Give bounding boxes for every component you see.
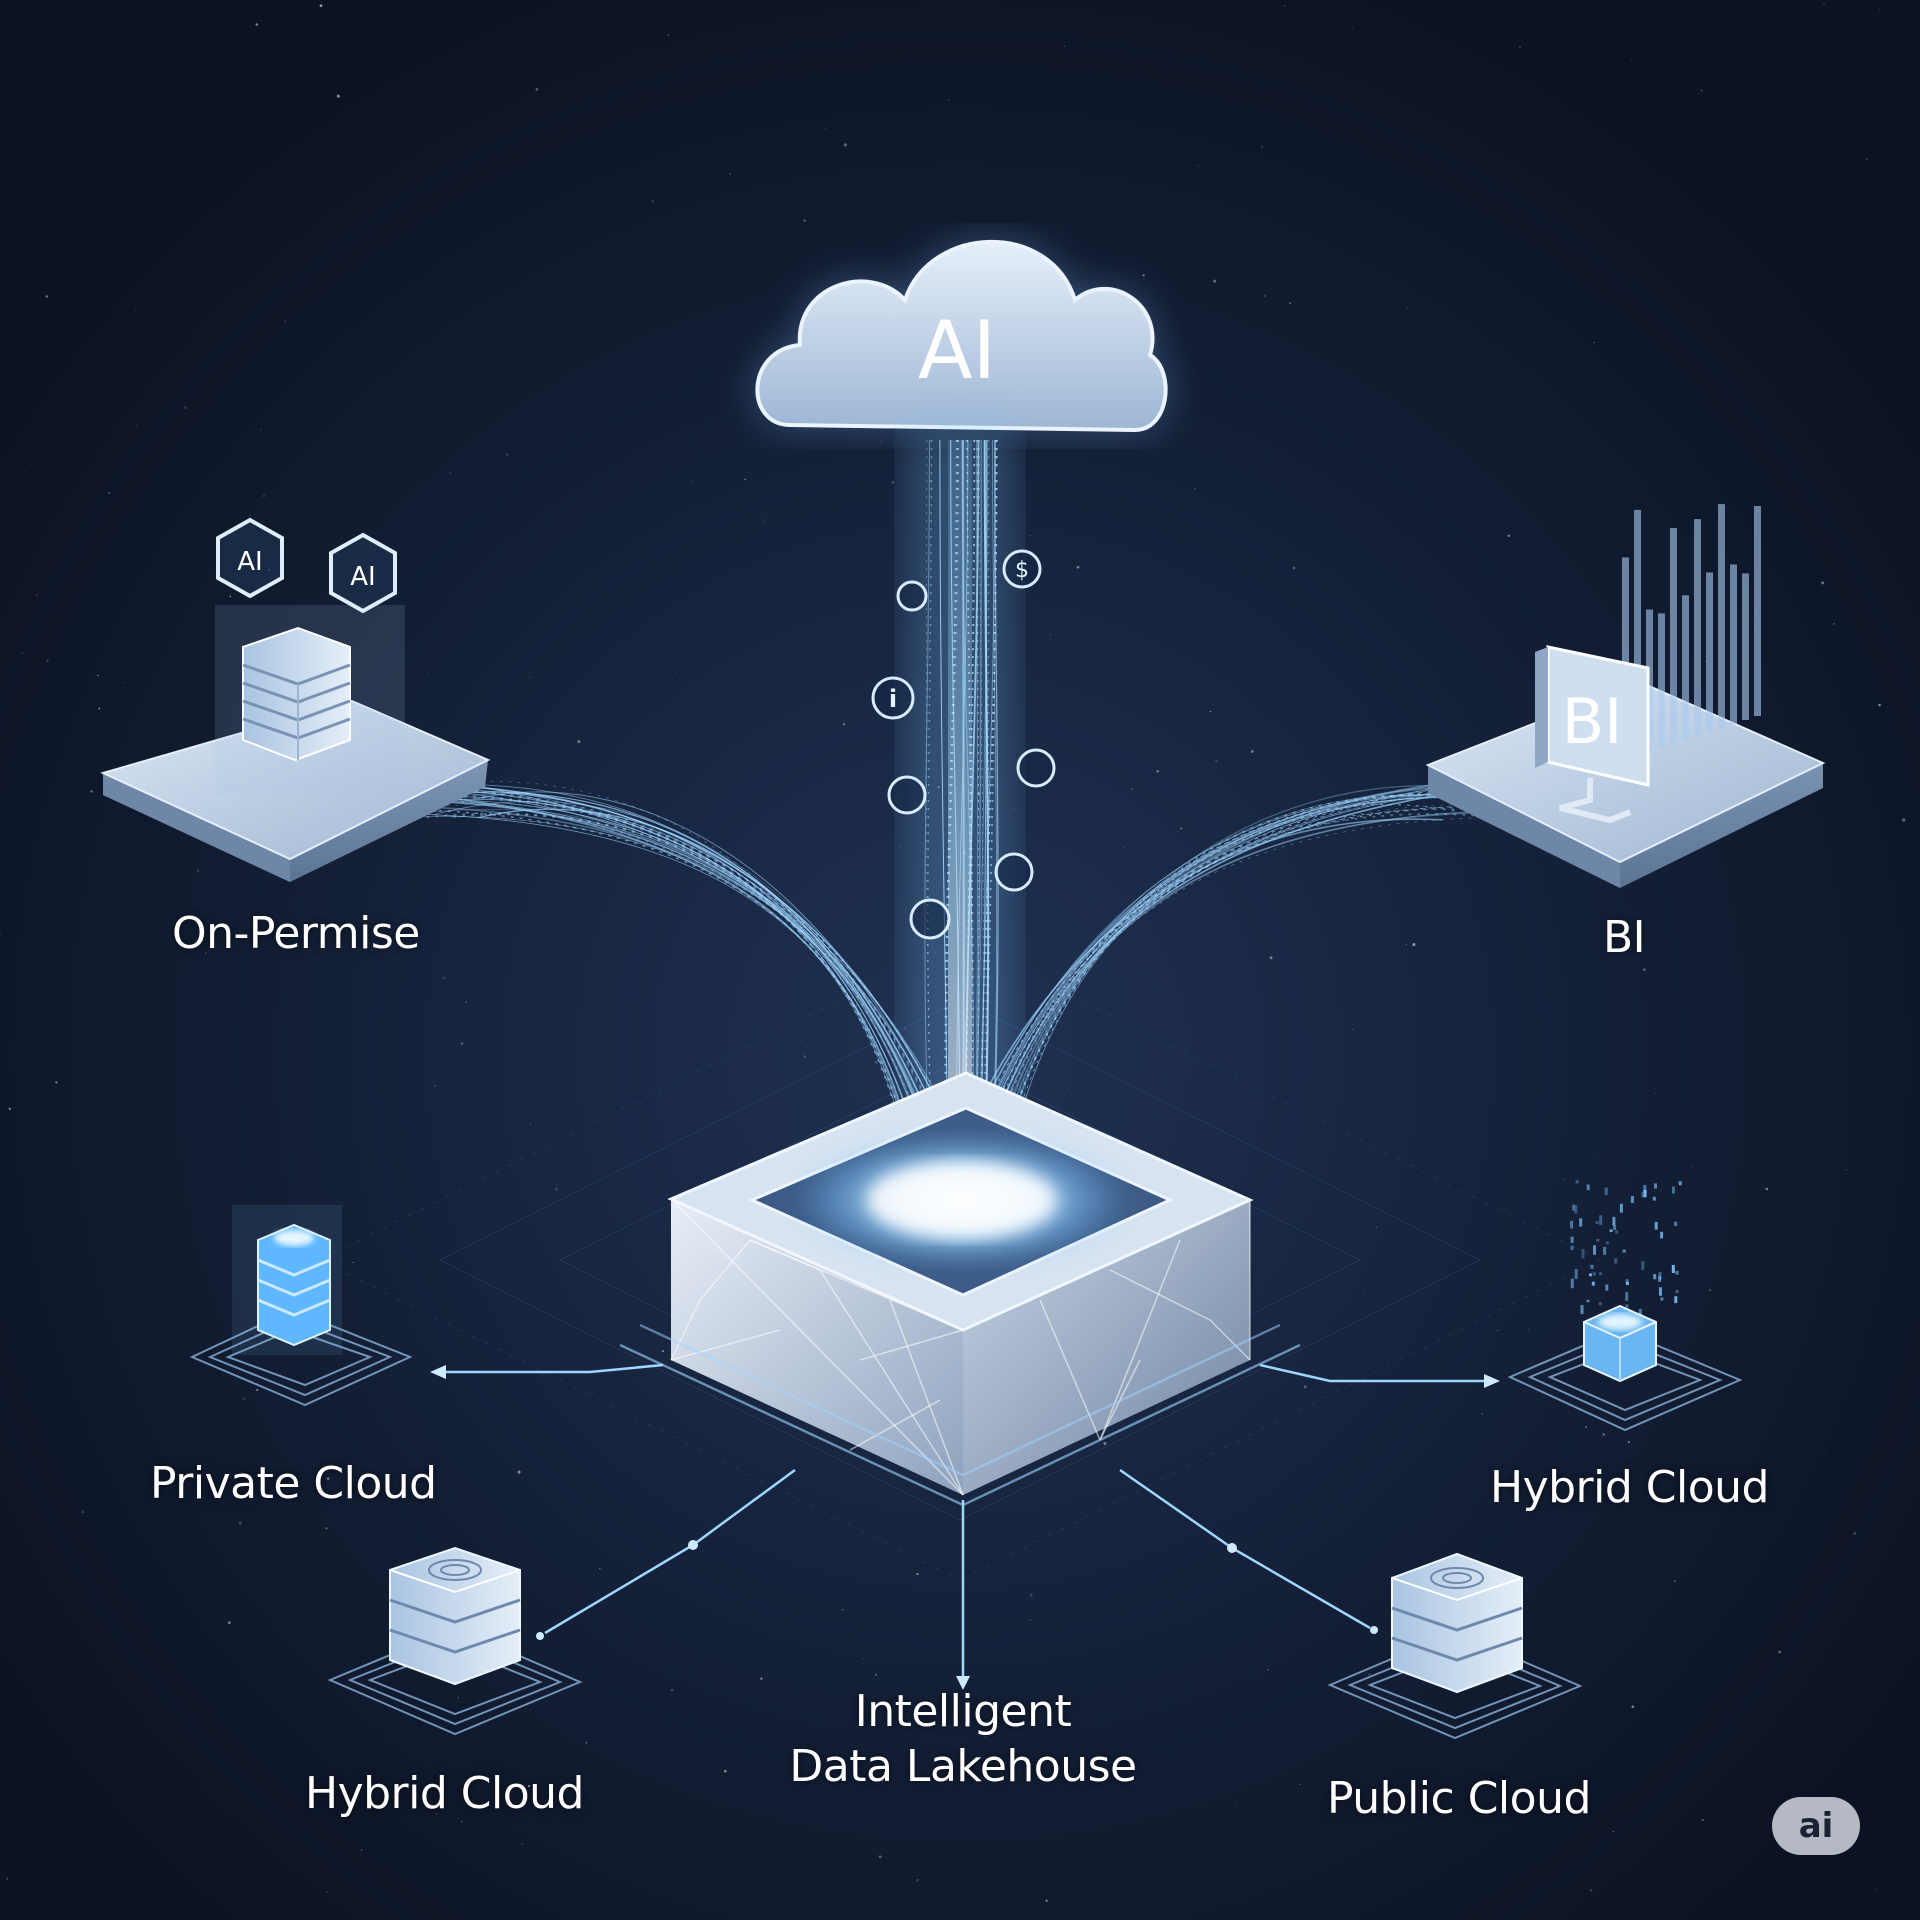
hybrid-cloud-left-label: Hybrid Cloud	[305, 1768, 584, 1819]
data-beam	[905, 430, 1015, 1131]
info-circle-icon	[994, 852, 1034, 892]
lakehouse-label-line2: Data Lakehouse	[789, 1741, 1137, 1792]
svg-text:i: i	[889, 685, 897, 713]
bi-label: BI	[1603, 912, 1646, 963]
watermark-badge: ai	[1772, 1797, 1860, 1855]
info-circle-icon	[896, 580, 928, 612]
server-stack-icon	[1391, 1552, 1523, 1694]
private-cloud-node	[189, 1205, 413, 1407]
lakehouse-label: Intelligent Data Lakehouse	[760, 1684, 1166, 1794]
server-stack-icon	[257, 1223, 331, 1347]
hex-badge-label: AI	[350, 562, 375, 592]
monitor-screen-text: BI	[1562, 685, 1623, 758]
data-flow-streams	[360, 779, 1556, 1141]
on-premise-node: AI AI	[100, 517, 491, 882]
hexagon-icon: AI	[329, 532, 397, 614]
hybrid-cloud-right-node	[1507, 1180, 1743, 1432]
connector-lines	[440, 1323, 1490, 1680]
hexagon-icon: AI	[216, 517, 284, 599]
public-cloud-node	[1327, 1552, 1583, 1740]
svg-text:$: $	[1015, 558, 1029, 583]
hybrid-cloud-left-node	[327, 1546, 583, 1736]
info-circle-icon	[1016, 748, 1056, 788]
info-circle-icon: i	[871, 676, 915, 720]
ai-cloud: AI	[755, 239, 1168, 433]
hybrid-cloud-right-label: Hybrid Cloud	[1490, 1462, 1769, 1513]
beam-icons: $ i	[871, 549, 1056, 940]
server-stack-icon	[242, 626, 351, 762]
polyhedron-cube-icon	[667, 1071, 1254, 1496]
info-circle-icon	[909, 898, 951, 940]
lakehouse-label-line1: Intelligent	[854, 1686, 1072, 1737]
on-premise-label: On-Permise	[172, 908, 420, 959]
particle-cloud	[1570, 1180, 1682, 1318]
private-cloud-label: Private Cloud	[150, 1458, 437, 1509]
monitor-icon: BI	[1535, 645, 1650, 824]
server-stack-icon	[389, 1546, 521, 1686]
server-stack-icon	[1583, 1304, 1657, 1383]
connector-endpoints	[430, 1365, 1500, 1690]
info-circle-icon: $	[1002, 549, 1042, 589]
hex-badge-label: AI	[237, 547, 262, 577]
info-circle-icon	[887, 775, 927, 815]
cloud-label: AI	[918, 304, 996, 397]
bi-node: BI	[1425, 504, 1826, 888]
cloud-icon	[755, 239, 1168, 433]
data-lakehouse-cube	[667, 1071, 1254, 1496]
bar-chart-icon	[1622, 504, 1761, 760]
public-cloud-label: Public Cloud	[1327, 1773, 1591, 1824]
